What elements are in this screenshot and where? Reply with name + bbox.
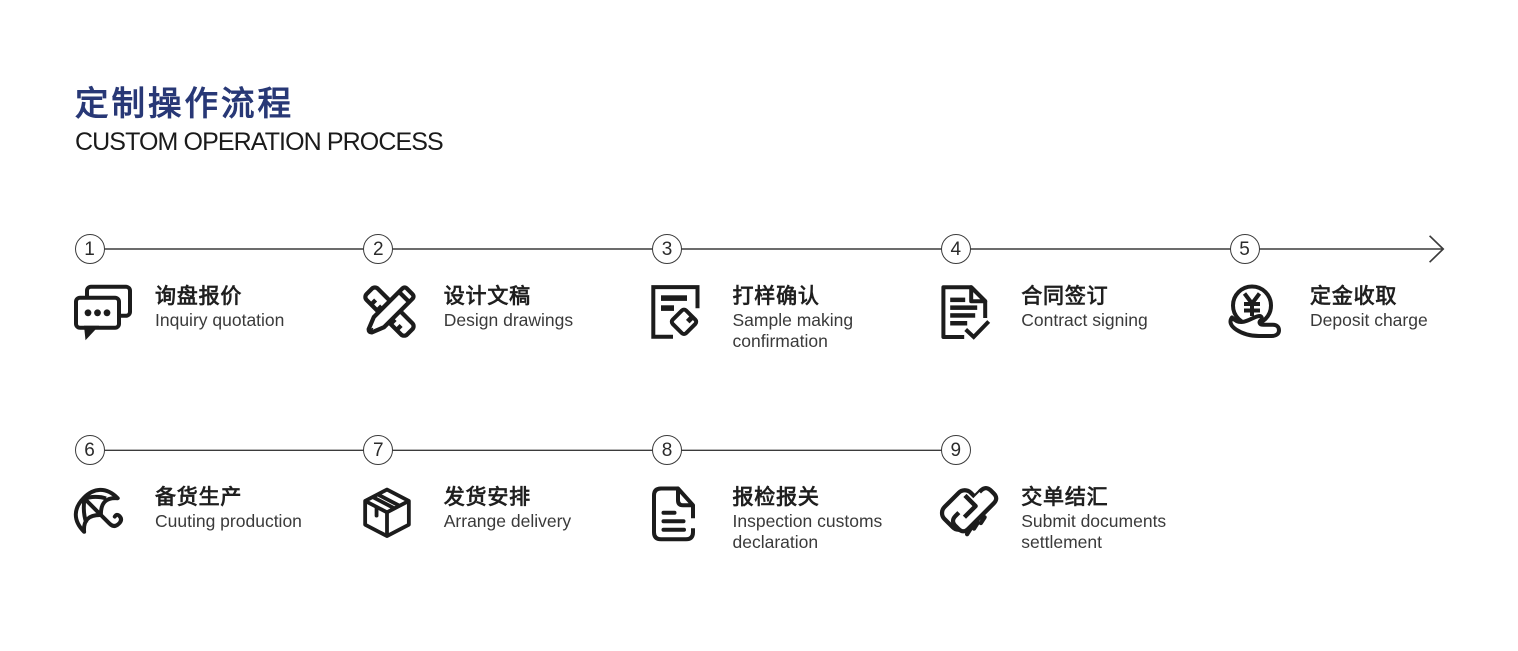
step-title-en: Design drawings [443,310,574,330]
step-item-arrange-delivery: 发货安排 Arrange delivery [363,484,603,574]
page-subtitle: CUSTOM OPERATION PROCESS [75,127,444,156]
step-item-design-drawings: 设计文稿 Design drawings [363,283,603,373]
step-number-4: 4 [940,234,971,264]
step-number-3: 3 [652,234,682,264]
step-title-zh: 报检报关 [732,486,820,509]
step-number-label: 6 [84,439,95,461]
step-number-5: 5 [1229,234,1260,264]
step-number-label: 8 [661,439,673,461]
page-header: 定制操作流程 CUSTOM OPERATION PROCESS [75,85,444,157]
page-title: 定制操作流程 [75,85,294,123]
step-item-deposit-charge: 定金收取 Deposit charge [1228,283,1469,373]
step-text: 定金收取 Deposit charge [1310,286,1480,331]
coin-hand-icon [1228,284,1281,338]
step-title-zh: 设计文稿 [443,285,531,308]
step-item-customs-declaration: 报检报关 Inspection customs declaration [651,484,892,574]
step-title-zh: 发货安排 [443,486,531,509]
timeline-arrow-icon [1429,235,1445,263]
step-title-en: Deposit charge [1310,310,1428,330]
step-text: 发货安排 Arrange delivery [444,487,614,532]
step-title-en: Cuuting production [155,511,302,531]
step-number-label: 5 [1239,238,1250,260]
step-title-zh: 备货生产 [155,486,243,509]
step-item-sample-confirmation: 打样确认 Sample making confirmation [650,283,892,373]
step-title-en: Inspection customs declaration [732,511,883,552]
step-text: 合同签订 Contract signing [1021,286,1191,331]
step-item-production: 备货生产 Cuuting production [73,484,314,574]
step-item-inquiry-quotation: 询盘报价 Inquiry quotation [74,283,314,373]
umbrella-icon [73,487,123,534]
step-number-label: 4 [950,238,962,260]
step-title-en: Inquiry quotation [155,310,285,330]
step-number-7: 7 [363,435,394,466]
step-title-zh: 定金收取 [1310,285,1398,308]
document-lines-icon [651,486,695,542]
step-item-documents-settlement: 交单结汇 Submit documents settlement [940,484,1180,574]
step-text: 打样确认 Sample making confirmation [733,286,903,351]
step-text: 备货生产 Cuuting production [155,487,325,532]
ruler-pencil-icon [363,285,416,338]
step-number-label: 3 [661,238,673,260]
chat-bubbles-icon [74,284,132,341]
step-number-label: 2 [372,238,384,260]
step-number-label: 7 [372,439,384,461]
step-number-8: 8 [652,435,682,466]
step-number-6: 6 [74,435,105,466]
step-text: 报检报关 Inspection customs declaration [733,487,903,552]
step-number-label: 9 [950,439,962,461]
step-number-2: 2 [363,234,394,264]
step-title-en: Sample making confirmation [732,310,854,351]
step-number-label: 1 [84,238,95,260]
step-text: 询盘报价 Inquiry quotation [155,286,325,331]
document-check-icon [941,285,991,340]
step-title-en: Contract signing [1021,310,1148,330]
step-title-zh: 交单结汇 [1021,486,1109,509]
document-tag-icon [650,285,699,339]
step-title-zh: 合同签订 [1021,285,1109,308]
handshake-icon [940,485,999,537]
step-number-9: 9 [940,435,971,466]
step-text: 设计文稿 Design drawings [444,286,614,331]
step-title-en: Arrange delivery [443,511,572,531]
step-title-en: Submit documents settlement [1021,511,1167,552]
step-item-contract-signing: 合同签订 Contract signing [940,283,1180,373]
step-number-1: 1 [74,234,105,264]
step-title-zh: 打样确认 [732,285,820,308]
step-text: 交单结汇 Submit documents settlement [1021,487,1191,552]
step-title-zh: 询盘报价 [155,285,243,308]
package-box-icon [363,487,411,538]
